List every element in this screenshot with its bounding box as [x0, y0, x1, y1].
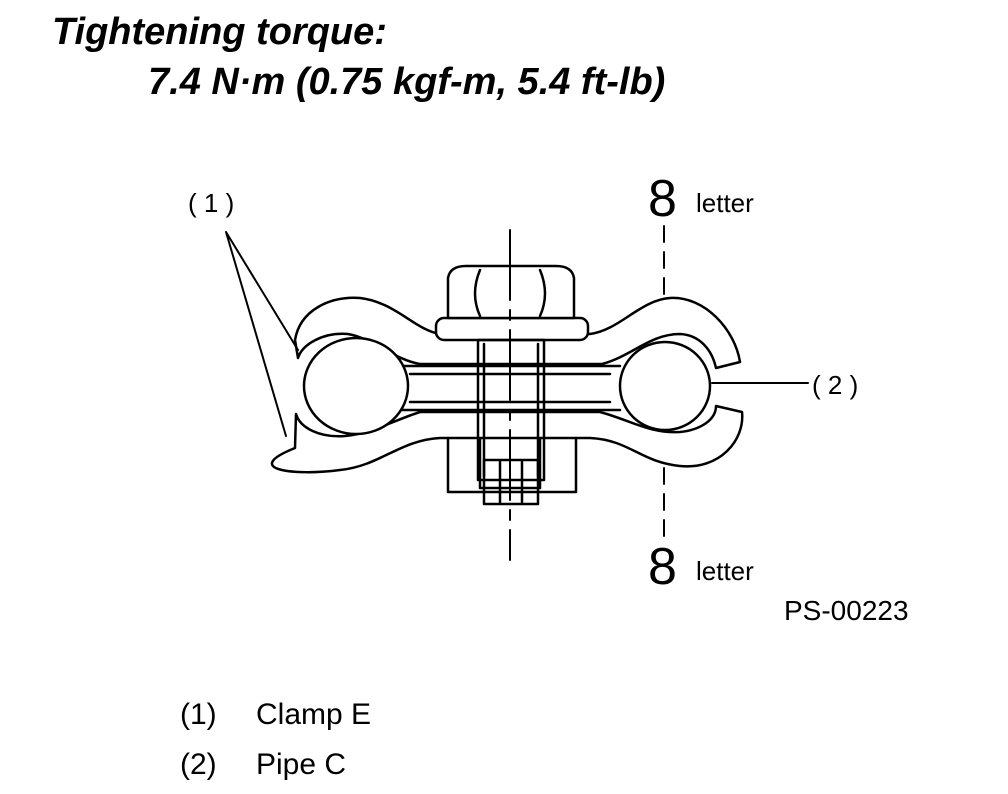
left-pipe: [302, 336, 410, 436]
legend-item: (2) Pipe C: [180, 740, 371, 790]
bolt-flange: [434, 316, 590, 342]
legend-label: Pipe C: [256, 748, 347, 781]
torque-heading: Tightening torque:: [52, 11, 387, 53]
leader-1: [225, 231, 299, 437]
callout-clamp: ( 1 ): [188, 188, 234, 218]
mark-top-digit: 8: [648, 170, 677, 228]
legend-item: (1) Clamp E: [180, 690, 371, 740]
callout-pipe: ( 2 ): [812, 370, 858, 400]
mark-top-word: letter: [696, 188, 754, 218]
legend-label: Clamp E: [256, 698, 372, 731]
bolt-head-facet-left: [473, 268, 482, 318]
right-pipe: [618, 340, 712, 432]
bolt-tip-line: [498, 460, 524, 504]
torque-title: Tightening torque: 7.4 N·m (0.75 kgf-m, …: [52, 10, 665, 104]
legend-number: (2): [180, 748, 217, 781]
legend-number: (1): [180, 698, 217, 731]
mark-bottom-word: letter: [696, 556, 754, 586]
parts-legend: (1) Clamp E (2) Pipe C: [180, 690, 371, 790]
mark-bottom-digit: 8: [648, 538, 677, 596]
bolt-head-facet-right: [538, 268, 547, 318]
nut-block: [446, 430, 578, 494]
figure-id: PS-00223: [784, 595, 909, 626]
torque-value: 7.4 N·m (0.75 kgf-m, 5.4 ft-lb): [148, 61, 666, 103]
